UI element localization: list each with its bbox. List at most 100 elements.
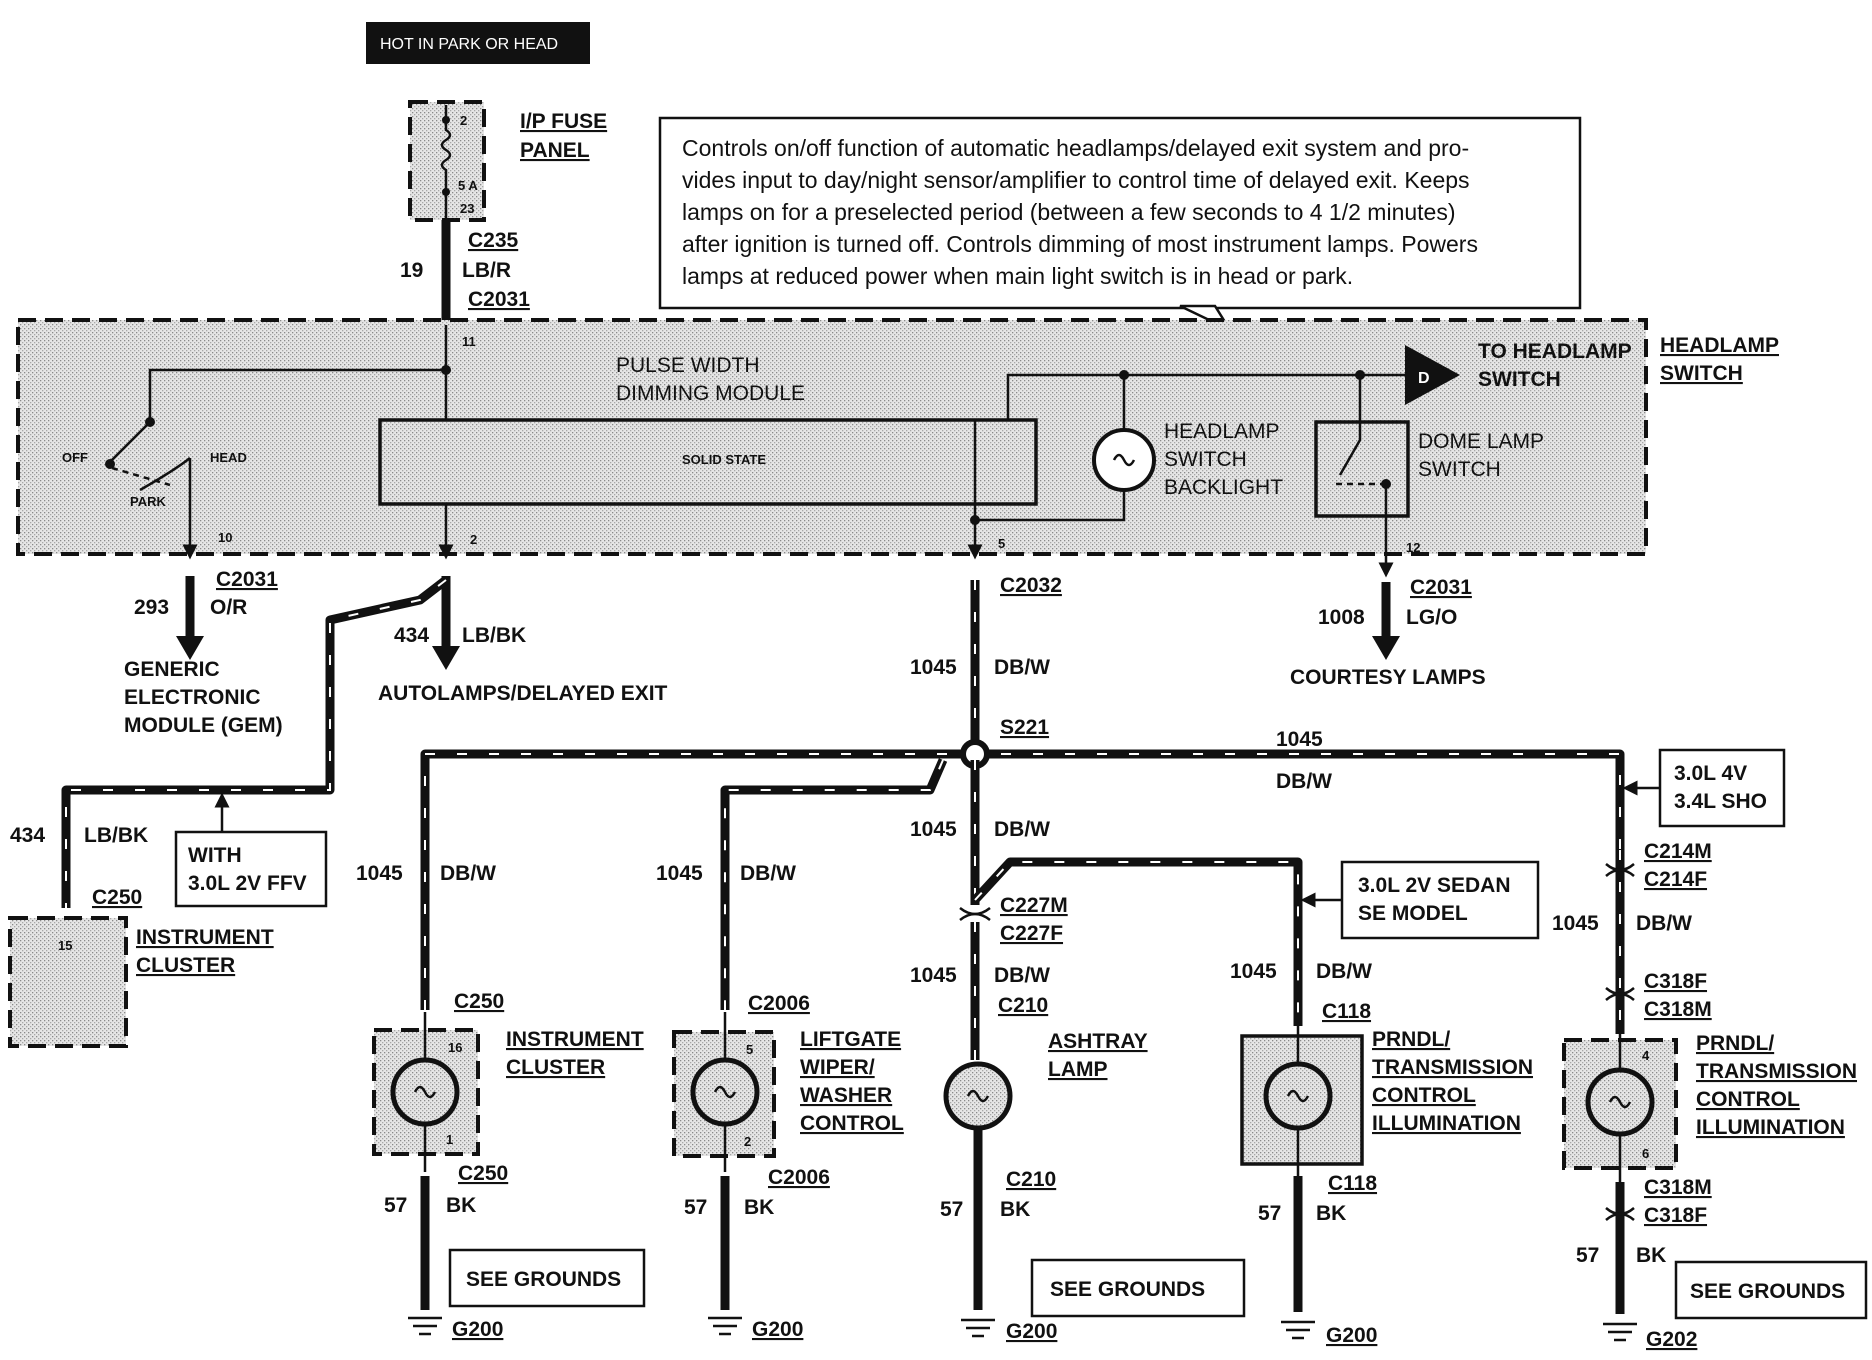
to-headlamp-1: TO HEADLAMP: [1478, 340, 1632, 363]
top-right-circuit: 1045: [1276, 728, 1323, 751]
headlamp-switch-name-2: SWITCH: [1660, 362, 1743, 385]
load5-gnd-circuit: 57: [1576, 1244, 1599, 1267]
load4-circuit: 1045: [1230, 960, 1277, 983]
load1-color: DB/W: [440, 862, 496, 885]
courtesy-output: C2031 1008 LG/O COURTESY LAMPS: [1290, 576, 1486, 689]
load4-conn-top: C118: [1322, 1000, 1371, 1023]
dome-switch-name-1: DOME LAMP: [1418, 430, 1544, 453]
load5-conn-m1: C214M: [1644, 840, 1712, 863]
autolamps-color: LB/BK: [462, 624, 526, 647]
load5-ground: G202: [1646, 1328, 1697, 1351]
cluster-434-conn: C250: [92, 886, 142, 909]
fuse-panel-name-2: PANEL: [520, 139, 590, 162]
gem-circuit: 293: [134, 596, 169, 619]
cluster-434-pin: 15: [58, 938, 72, 953]
load2-pin-top: 5: [746, 1042, 753, 1057]
load2-name-1: LIFTGATE: [800, 1028, 901, 1051]
load2-name-2: WIPER/: [800, 1056, 875, 1079]
splice-s221: S221: [1000, 716, 1049, 739]
load1-pin-bottom: 1: [446, 1132, 453, 1147]
backlight-name-3: BACKLIGHT: [1164, 476, 1283, 499]
load4-conn-bottom: C118: [1328, 1172, 1377, 1195]
main-feed-circuit: 1045: [910, 656, 957, 679]
load2-gnd-circuit: 57: [684, 1196, 707, 1219]
load4-name-3: CONTROL: [1372, 1084, 1476, 1107]
load5-name-4: ILLUMINATION: [1696, 1116, 1845, 1139]
load5-circuit: 1045: [1552, 912, 1599, 935]
load4-name-2: TRANSMISSION: [1372, 1056, 1533, 1079]
load3-conn-top: C210: [998, 994, 1048, 1017]
autolamps-circuit: 434: [394, 624, 429, 647]
load5-conn-f3: C318F: [1644, 1204, 1707, 1227]
load-prndl-c318: C214M C214F 1045 DB/W C318F C318M 4 6 PR…: [1552, 840, 1857, 1351]
load3-color: DB/W: [994, 964, 1050, 987]
see-grounds-1: SEE GROUNDS: [448, 1248, 646, 1308]
ffv-note-1: WITH: [188, 844, 242, 867]
courtesy-color: LG/O: [1406, 606, 1457, 629]
backlight-name-2: SWITCH: [1164, 448, 1247, 471]
gem-dest-3: MODULE (GEM): [124, 714, 283, 737]
pin-10: 10: [218, 530, 232, 545]
note-34l-1: 3.0L 4V: [1674, 762, 1747, 785]
autolamps-dest: AUTOLAMPS/DELAYED EXIT: [378, 682, 668, 705]
svg-text:SEE GROUNDS: SEE GROUNDS: [1690, 1280, 1845, 1303]
cluster-434-name-2: CLUSTER: [136, 954, 235, 977]
load3-circuit-a: 1045: [910, 818, 957, 841]
load4-gnd-color: BK: [1316, 1202, 1346, 1225]
load1-ground: G200: [452, 1318, 503, 1341]
callout-line-1: Controls on/off function of automatic he…: [682, 135, 1469, 161]
note-sedan-2: SE MODEL: [1358, 902, 1468, 925]
fuse-pin-bottom: 23: [460, 201, 474, 216]
main-feed-color: DB/W: [994, 656, 1050, 679]
load2-circuit: 1045: [656, 862, 703, 885]
feed-conn-c235: C235: [468, 229, 519, 252]
pin-5: 5: [998, 536, 1005, 551]
load-prndl-c118: 1045 DB/W C118 PRNDL/ TRANSMISSION CONTR…: [1230, 960, 1533, 1347]
position-park: PARK: [130, 494, 166, 509]
pin-11: 11: [462, 334, 476, 349]
gem-output: C2031 293 O/R GENERIC ELECTRONIC MODULE …: [124, 568, 283, 737]
solid-state-label: SOLID STATE: [682, 452, 766, 467]
load2-name-3: WASHER: [800, 1084, 892, 1107]
gem-connector: C2031: [216, 568, 278, 591]
svg-text:SEE GROUNDS: SEE GROUNDS: [466, 1268, 621, 1291]
headlamp-switch-internal: 11 OFF HEAD PARK 10 PULSE WIDTH DIMMING …: [62, 325, 1632, 578]
callout-line-5: lamps at reduced power when main light s…: [682, 263, 1353, 289]
feed-color: LB/R: [462, 259, 511, 282]
pin-2: 2: [470, 532, 477, 547]
courtesy-connector: C2031: [1410, 576, 1472, 599]
load2-conn-bottom: C2006: [768, 1166, 830, 1189]
load3-gnd-circuit: 57: [940, 1198, 963, 1221]
see-grounds-3: SEE GROUNDS: [1674, 1260, 1868, 1320]
load2-conn-top: C2006: [748, 992, 810, 1015]
load3-name-2: LAMP: [1048, 1058, 1108, 1081]
callout-line-3: lamps on for a preselected period (betwe…: [682, 199, 1456, 225]
load5-conn-f1: C214F: [1644, 868, 1707, 891]
load1-conn-bottom: C250: [458, 1162, 508, 1185]
ffv-note-2: 3.0L 2V FFV: [188, 872, 307, 895]
callout-line-4: after ignition is turned off. Controls d…: [682, 231, 1478, 257]
load3-conn-bottom: C210: [1006, 1168, 1056, 1191]
load1-circuit: 1045: [356, 862, 403, 885]
load3-circuit: 1045: [910, 964, 957, 987]
load2-name-4: CONTROL: [800, 1112, 904, 1135]
load-ashtray-lamp: 1045 DB/W C227M C227F 1045 DB/W C210 ASH…: [910, 760, 1540, 1343]
load4-name-4: ILLUMINATION: [1372, 1112, 1521, 1135]
headlamp-switch-name-1: HEADLAMP: [1660, 334, 1779, 357]
note-34l-2: 3.4L SHO: [1674, 790, 1767, 813]
load1-name-1: INSTRUMENT: [506, 1028, 644, 1051]
cluster-434-circuit: 434: [10, 824, 45, 847]
fuse-panel-name-1: I/P FUSE: [520, 110, 607, 133]
load2-ground: G200: [752, 1318, 803, 1341]
fuse-pin-top: 2: [460, 113, 467, 128]
load5-pin-bottom: 6: [1642, 1146, 1649, 1161]
load3-gnd-color: BK: [1000, 1198, 1030, 1221]
pin-12: 12: [1406, 540, 1420, 555]
see-grounds-2: SEE GROUNDS: [1030, 1258, 1246, 1318]
courtesy-circuit: 1008: [1318, 606, 1365, 629]
callout-line-2: vides input to day/night sensor/amplifie…: [682, 167, 1470, 193]
load5-color: DB/W: [1636, 912, 1692, 935]
load2-color: DB/W: [740, 862, 796, 885]
svg-text:HOT IN PARK OR HEAD: HOT IN PARK OR HEAD: [380, 36, 558, 53]
load1-gnd-circuit: 57: [384, 1194, 407, 1217]
